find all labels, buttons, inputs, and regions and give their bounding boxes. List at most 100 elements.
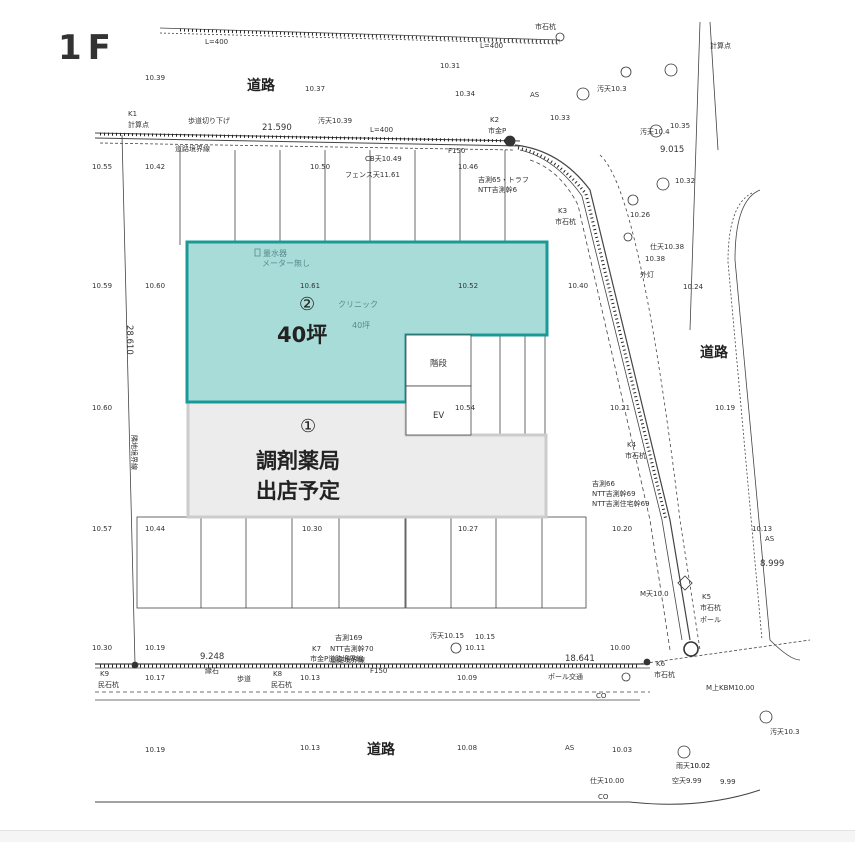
- elevation: 10.39: [145, 74, 165, 82]
- pharmacy-space[interactable]: [186, 400, 548, 519]
- floor-label: 1F: [58, 28, 117, 68]
- note: 吉測65・トラフ: [478, 175, 529, 184]
- dim-label: 21.590: [262, 123, 292, 133]
- note: NTT吉測幹69: [592, 489, 636, 498]
- note: 吉測169: [335, 633, 362, 642]
- note: NTT吉測幹70: [330, 644, 374, 653]
- marker-label: K3: [558, 207, 567, 215]
- elevation: 10.19: [145, 746, 165, 754]
- note: 汚天10.39: [318, 117, 352, 125]
- elevation: 10.09: [457, 674, 477, 682]
- marker-label: K7: [312, 645, 321, 653]
- survey-markers: K1 計算点 K2 市金P K3 市石杭 K4 市石杭 K5 市石杭 K6 市石…: [98, 22, 731, 689]
- core-cells: [405, 334, 472, 436]
- dim-label: 28.610: [124, 325, 134, 355]
- note: NTT吉測幹6: [478, 185, 518, 194]
- note: F150: [448, 147, 465, 155]
- elevation: 10.38: [645, 255, 665, 263]
- marker-label: K9: [100, 670, 109, 678]
- marker-label: 民石杭: [98, 680, 119, 689]
- pharmacy-line2: 出店予定: [256, 479, 340, 503]
- marker-label: 市金P道路境界線: [310, 654, 363, 663]
- elevation: 10.55: [92, 163, 112, 171]
- dim-label: L=400: [480, 42, 503, 50]
- marker-label: K6: [656, 660, 666, 668]
- dim-label: 9.248: [200, 652, 224, 662]
- elevation: 10.42: [145, 163, 165, 171]
- marker-label: 市石杭: [625, 451, 646, 460]
- dim-label: 9.015: [660, 145, 684, 155]
- elevation: 10.17: [145, 674, 165, 682]
- elevation: 10.60: [92, 404, 112, 412]
- note: 仕天10.00: [590, 776, 624, 785]
- marker-label: 民石杭: [271, 680, 292, 689]
- elevation: 10.35: [670, 122, 690, 130]
- marker-label: 計算点: [128, 120, 149, 129]
- boundary-hatching: [99, 28, 668, 668]
- stairs-label: 階段: [430, 358, 448, 369]
- elevation: 10.33: [550, 114, 570, 122]
- elevation: 10.40: [568, 282, 588, 290]
- note: フェンス天11.61: [345, 171, 400, 179]
- clinic-label: クリニック: [338, 300, 378, 309]
- note: 外灯: [640, 270, 654, 279]
- marker-label: 市石杭: [700, 603, 721, 612]
- elevation: 10.08: [457, 744, 477, 752]
- note: CO: [598, 793, 609, 801]
- note: 縁石: [205, 666, 219, 675]
- note: 汚天10.3: [597, 85, 627, 93]
- note: AS: [565, 744, 575, 752]
- note: 空天9.99: [672, 776, 702, 785]
- marker-label: K1: [128, 110, 137, 118]
- road-label-east: 道路: [700, 344, 729, 361]
- elevation: 10.21: [610, 404, 630, 412]
- bottom-bar: [0, 830, 855, 842]
- boundary-label: 道路境界線: [175, 144, 210, 153]
- survey-notes: 歩道切り下げ 汚天10.39 フェンス天11.61 CB天10.49 仕天10.…: [188, 85, 800, 801]
- note: M上KBM10.00: [706, 683, 755, 692]
- elevation: 10.03: [612, 746, 632, 754]
- elevation: 10.34: [455, 90, 476, 98]
- note: AS: [530, 91, 540, 99]
- meter-icon: [254, 248, 261, 257]
- elevation: 10.20: [612, 525, 632, 533]
- elevation: 10.44: [145, 525, 166, 533]
- boundary-label: 道路境界線: [330, 655, 365, 664]
- note: NTT吉測住宅幹69: [592, 499, 650, 508]
- note: AS: [765, 535, 775, 543]
- survey-symbols: [131, 32, 773, 759]
- marker-label: 計算点: [710, 41, 731, 50]
- note: ポール交通: [548, 672, 583, 681]
- elevation: 10.54: [455, 404, 476, 412]
- elevation: 9.99: [720, 778, 736, 786]
- marker-label: 市石杭: [535, 22, 556, 31]
- elevation-labels: 10.39 10.37 10.34 10.31 10.33 10.35 10.3…: [92, 62, 772, 786]
- note: 汚天10.15: [430, 632, 464, 640]
- pharmacy-line1: 調剤薬局: [256, 449, 340, 473]
- elevation: 10.13: [752, 525, 772, 533]
- boundary-label: 隣地境界線: [130, 435, 139, 470]
- note: 汚天10.4: [640, 128, 670, 136]
- note: 雨天10.02: [676, 762, 710, 770]
- note: 吉測66: [592, 479, 615, 488]
- clinic-sublabel: 40坪: [352, 321, 370, 330]
- marker-label: 市石杭: [555, 217, 576, 226]
- elevator-label: EV: [433, 411, 444, 421]
- meter-label: 量水器: [263, 248, 287, 258]
- elevation: 10.37: [305, 85, 325, 93]
- elevation: 10.60: [145, 282, 165, 290]
- elevation: 10.57: [92, 525, 112, 533]
- survey-lines: [94, 21, 811, 805]
- marker-label: 市石杭: [654, 670, 675, 679]
- elevation: 10.19: [145, 644, 165, 652]
- marker-label: K4: [627, 441, 637, 449]
- elevation: 10.13: [300, 674, 320, 682]
- note: ポール: [700, 616, 721, 624]
- clinic-number: ②: [299, 294, 315, 315]
- elevation: 10.61: [300, 282, 320, 290]
- note: 歩道切り下げ: [188, 116, 230, 125]
- note: 仕天10.38: [650, 242, 684, 251]
- elevation: 10.26: [630, 211, 651, 219]
- note: 歩道: [237, 674, 251, 683]
